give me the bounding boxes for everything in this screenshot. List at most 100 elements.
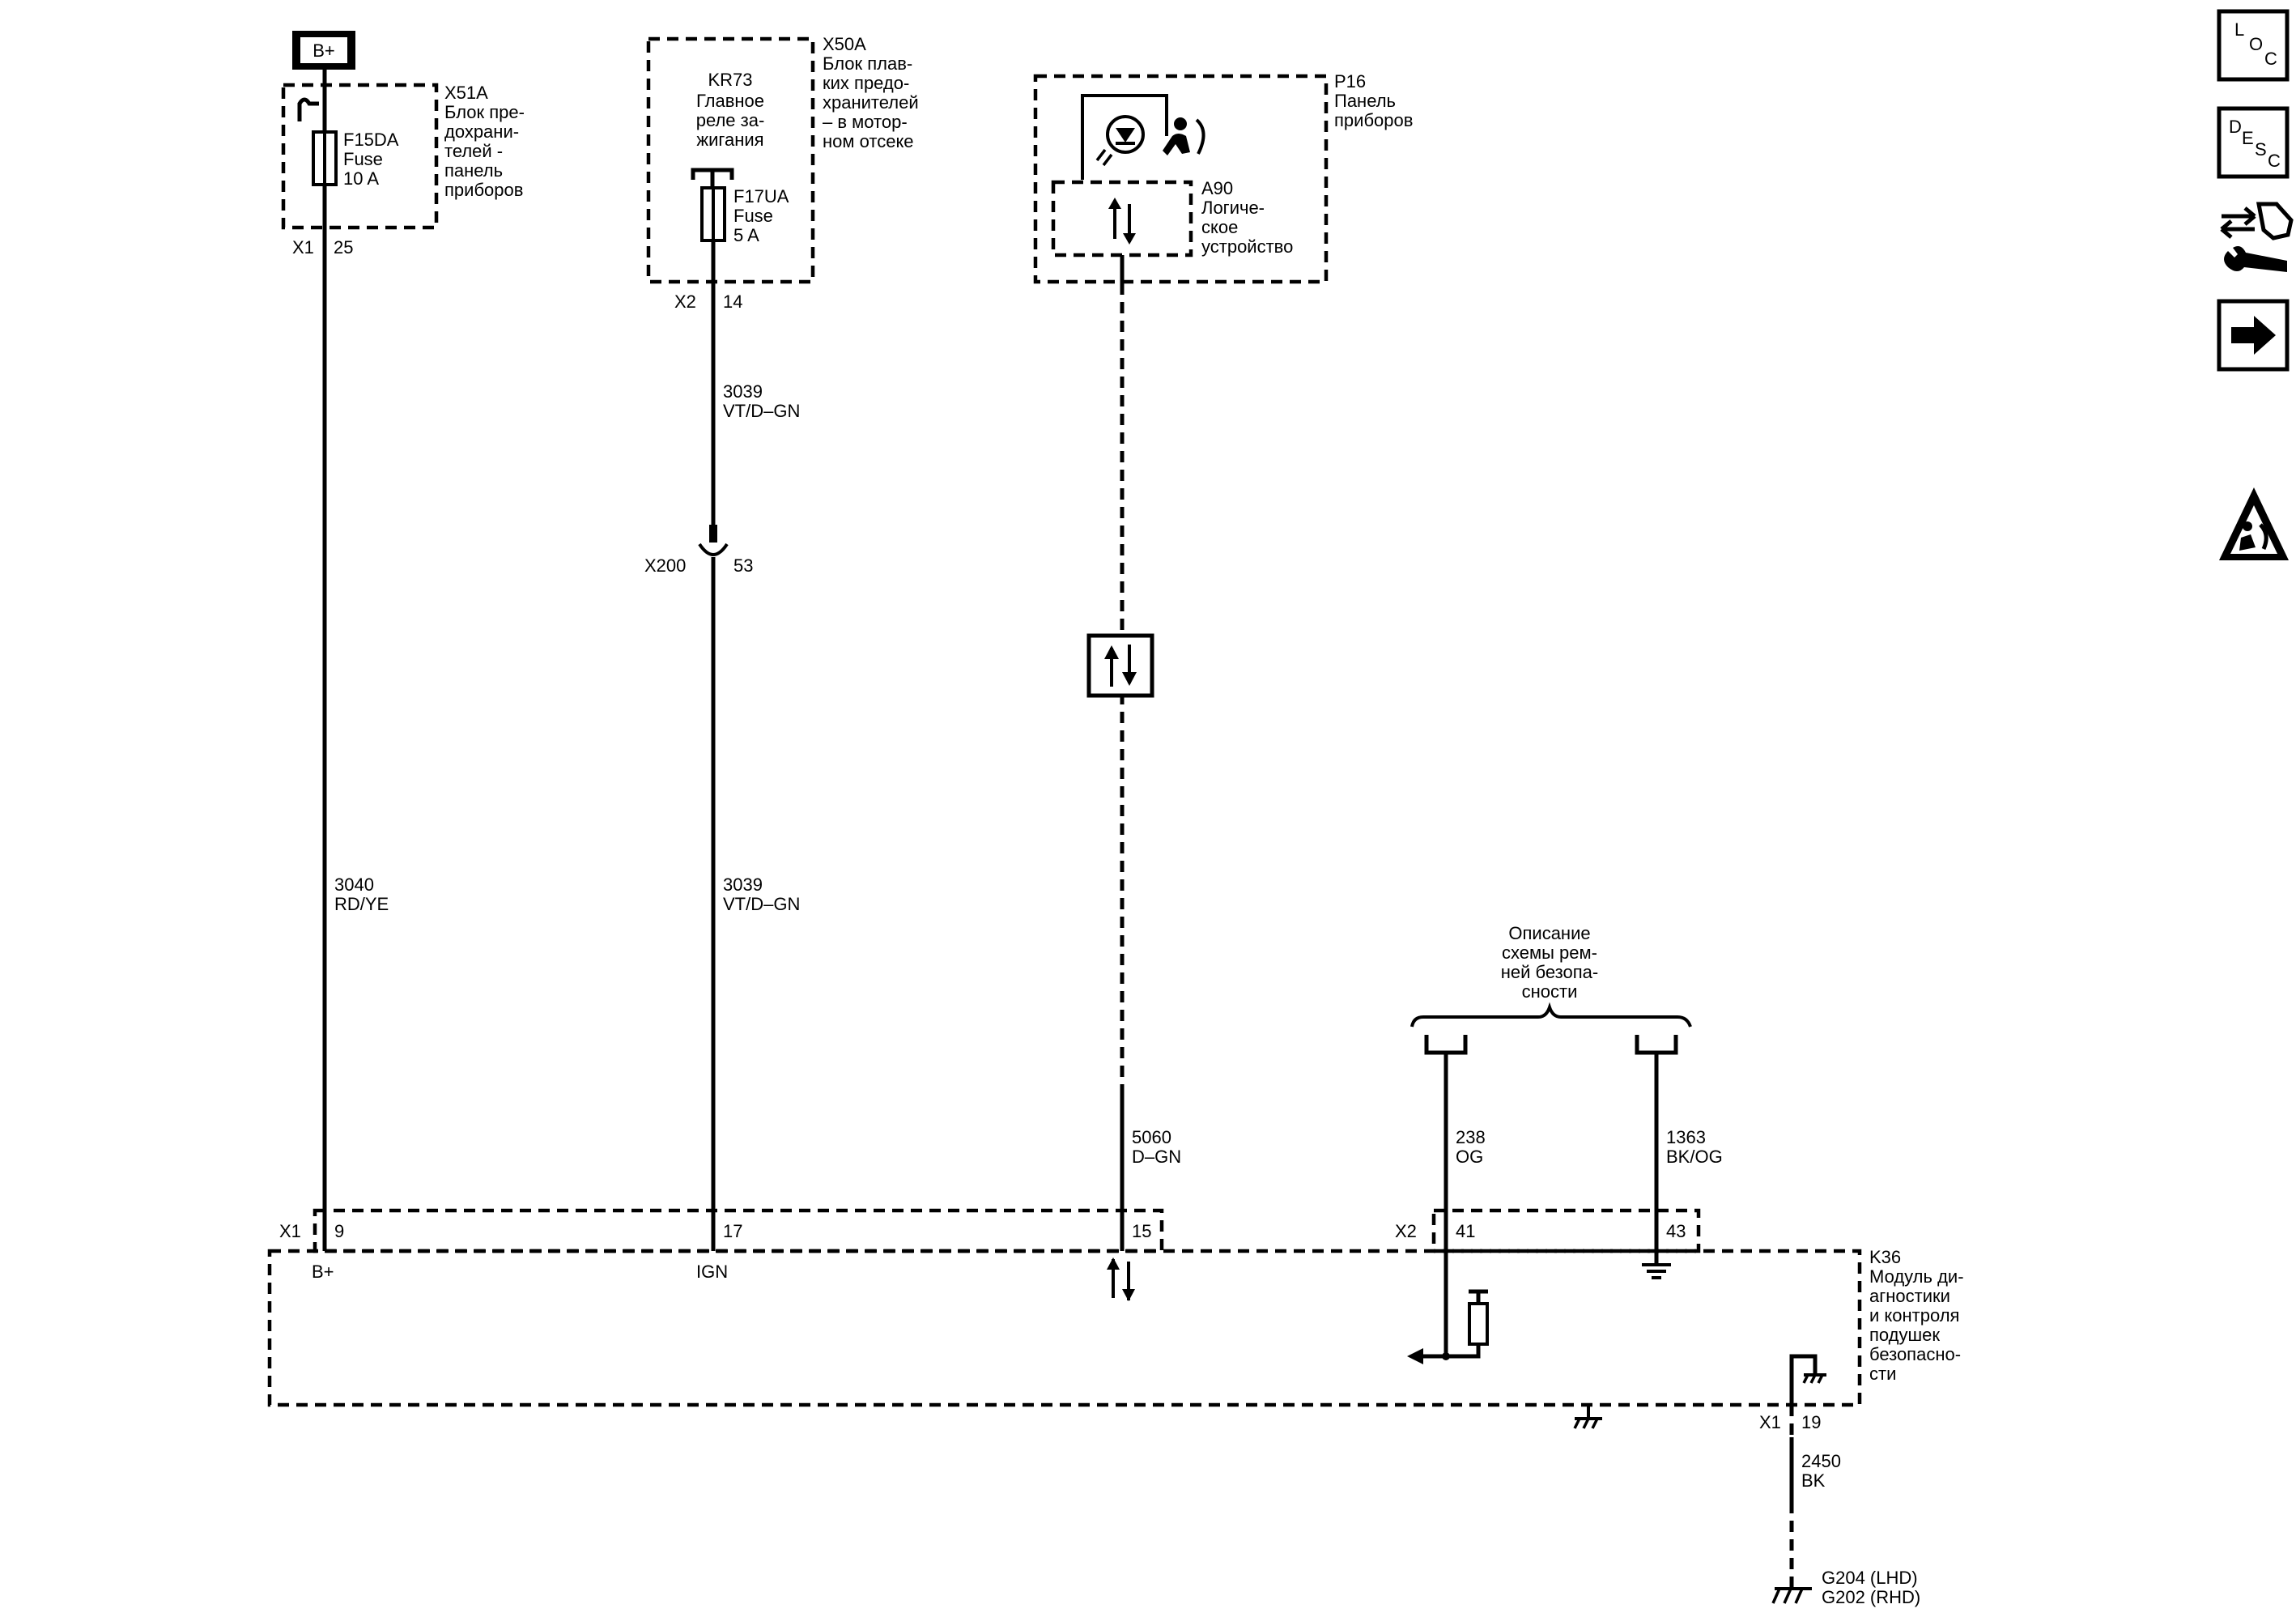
- svg-text:Fuse: Fuse: [733, 206, 773, 226]
- svg-text:агностики: агностики: [1869, 1286, 1950, 1306]
- belt-connector-1363: [1635, 1035, 1678, 1055]
- svg-text:P16: P16: [1334, 71, 1366, 91]
- k36-connector-x2: [1431, 1208, 1701, 1253]
- f15da-rating: 10 A: [343, 168, 379, 189]
- x50a-pin: 14: [723, 291, 742, 312]
- belt-connector-238: [1424, 1035, 1468, 1055]
- wire-3040-circuit: 3040: [334, 874, 374, 895]
- airbag-icon: [1163, 117, 1205, 155]
- f17ua-fuse: F17UA Fuse 5 A: [700, 186, 789, 245]
- svg-text:дохрани-: дохрани-: [444, 121, 519, 142]
- desc-button[interactable]: D E S C: [2217, 106, 2290, 179]
- wire-3040-color: RD/YE: [334, 894, 389, 914]
- svg-text:D: D: [2229, 117, 2242, 137]
- a90-data-arrows-icon: [1108, 198, 1136, 245]
- k36-bplus-label: B+: [312, 1262, 334, 1282]
- svg-text:O: O: [2249, 34, 2263, 54]
- svg-text:сти: сти: [1869, 1364, 1896, 1384]
- x51a-label: X51A Блок пре- дохрани- телей - панель п…: [444, 83, 525, 200]
- wire-1363-color: BK/OG: [1666, 1147, 1723, 1167]
- svg-text:подушек: подушек: [1869, 1325, 1940, 1345]
- k36-pin-15: 15: [1132, 1221, 1151, 1241]
- svg-text:ких предо-: ких предо-: [823, 73, 909, 93]
- k36-chassis-ground-icon: [1573, 1405, 1602, 1429]
- wire-238-circuit: 238: [1456, 1127, 1486, 1147]
- x51a-conn: X1: [292, 237, 314, 257]
- svg-text:Блок пре-: Блок пре-: [444, 102, 525, 122]
- svg-text:Блок плав-: Блок плав-: [823, 53, 912, 74]
- k36-pin-17: 17: [723, 1221, 742, 1241]
- wire-5060-circuit: 5060: [1132, 1127, 1171, 1147]
- svg-text:L: L: [2234, 19, 2244, 40]
- belt-reference-label: Описание схемы рем- ней безопа- сности: [1501, 923, 1598, 1002]
- wire-3039-bottom-circuit: 3039: [723, 874, 763, 895]
- ground-g204: G204 (LHD): [1822, 1568, 1918, 1588]
- wire-2450-circuit: 2450: [1801, 1451, 1841, 1471]
- loc-button[interactable]: L O C: [2217, 9, 2290, 82]
- k36-label: K36 Модуль ди- агностики и контроля поду…: [1869, 1247, 1964, 1384]
- svg-text:ское: ское: [1201, 217, 1238, 237]
- k36-ground-pin: 19: [1801, 1412, 1821, 1432]
- x50a-fuse-block: [646, 36, 815, 284]
- svg-text:– в мотор-: – в мотор-: [823, 112, 908, 132]
- x50a-label: X50A Блок плав- ких предо- хранителей – …: [823, 34, 919, 151]
- svg-text:X50A: X50A: [823, 34, 866, 54]
- arrow-right-icon: [2231, 316, 2276, 355]
- wire-5060-color: D–GN: [1132, 1147, 1181, 1167]
- connector-repair-icon[interactable]: [2220, 202, 2294, 272]
- x50a-conn: X2: [674, 291, 696, 312]
- svg-text:Модуль ди-: Модуль ди-: [1869, 1266, 1964, 1287]
- a90-logic-unit: [1051, 180, 1193, 257]
- wire-3039-bottom-color: VT/D–GN: [723, 894, 800, 914]
- svg-text:Панель: Панель: [1334, 91, 1396, 111]
- x200-pin: 53: [733, 555, 753, 576]
- svg-text:схемы рем-: схемы рем-: [1502, 943, 1597, 963]
- f15da-fuse: F15DA Fuse 10 A: [297, 97, 399, 189]
- svg-text:S: S: [2255, 139, 2267, 160]
- f15da-id: F15DA: [343, 130, 399, 150]
- seatbelt-switch-circuit: [1407, 1289, 1489, 1364]
- next-arrow-button[interactable]: [2217, 299, 2290, 372]
- k36-ground-conn: X1: [1759, 1412, 1781, 1432]
- x200-id: X200: [644, 555, 686, 576]
- k36-internal-ground-icon: [1642, 1263, 1671, 1279]
- svg-text:устройство: устройство: [1201, 236, 1293, 257]
- wire-2450-color: BK: [1801, 1470, 1826, 1491]
- svg-text:приборов: приборов: [1334, 110, 1413, 130]
- svg-text:X51A: X51A: [444, 83, 488, 103]
- k36-ign-label: IGN: [696, 1262, 728, 1282]
- p16-instrument-panel: [1033, 74, 1329, 284]
- wire-3039-top-circuit: 3039: [723, 381, 763, 402]
- b-plus-label: B+: [313, 40, 335, 61]
- svg-text:A90: A90: [1201, 178, 1233, 198]
- airbag-indicator: [1081, 94, 1205, 180]
- k36-pin-41: 41: [1456, 1221, 1475, 1241]
- svg-text:C: C: [2268, 151, 2281, 171]
- svg-text:сности: сности: [1522, 981, 1578, 1002]
- x200-connector: [698, 525, 729, 556]
- svg-text:KR73: KR73: [708, 70, 752, 90]
- svg-text:ней безопа-: ней безопа-: [1501, 962, 1598, 982]
- k36-conn-x2: X2: [1395, 1221, 1417, 1241]
- wire-1363-circuit: 1363: [1666, 1127, 1706, 1147]
- wire-238-color: OG: [1456, 1147, 1483, 1167]
- svg-text:5 A: 5 A: [733, 225, 759, 245]
- svg-text:ном отсеке: ном отсеке: [823, 131, 914, 151]
- ground-g202: G202 (RHD): [1822, 1587, 1920, 1607]
- b-plus-source: B+: [292, 31, 355, 70]
- p16-label: P16 Панель приборов: [1334, 71, 1413, 130]
- ground-g204-icon: [1771, 1587, 1812, 1604]
- kr73-relay: KR73 Главное реле за- жигания: [691, 70, 764, 188]
- svg-text:хранителей: хранителей: [823, 92, 919, 113]
- airbag-warning-icon: [2219, 487, 2289, 560]
- k36-pin-9: 9: [334, 1221, 344, 1241]
- svg-text:телей -: телей -: [444, 141, 503, 161]
- k36-conn-x1: X1: [279, 1221, 301, 1241]
- svg-text:E: E: [2242, 128, 2254, 148]
- svg-text:жигания: жигания: [696, 130, 763, 150]
- f15da-type: Fuse: [343, 149, 383, 169]
- a90-label: A90 Логиче- ское устройство: [1201, 178, 1293, 257]
- svg-text:F17UA: F17UA: [733, 186, 789, 206]
- belt-reference-brace: [1410, 1002, 1692, 1028]
